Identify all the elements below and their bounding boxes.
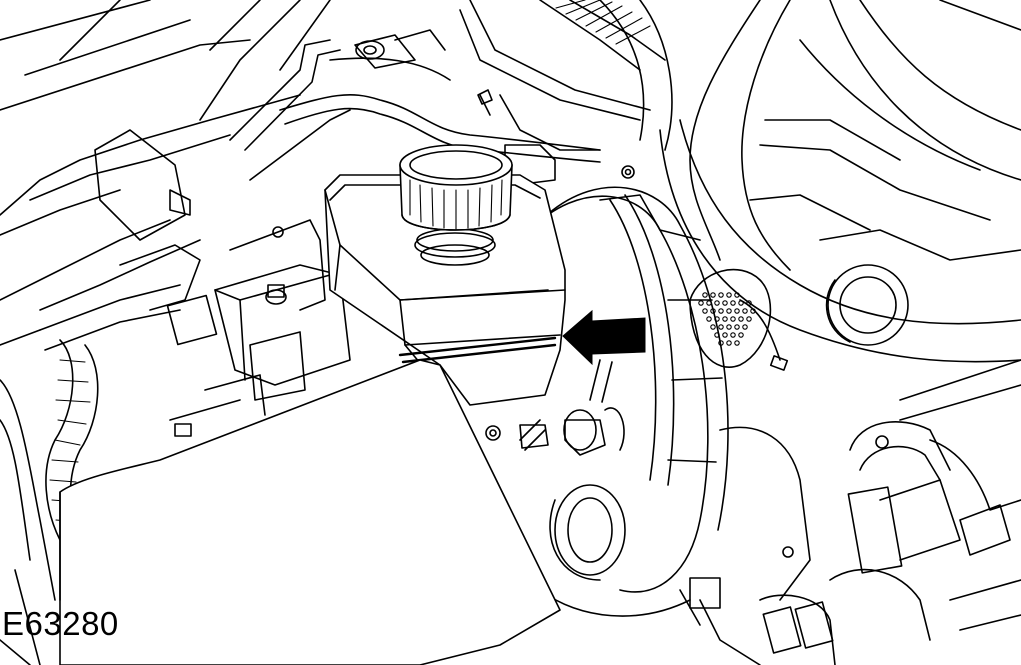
figure-id-label: E63280 xyxy=(2,605,119,642)
ribbed-hose xyxy=(539,0,673,151)
perforated-patch xyxy=(689,268,789,371)
suspension-tower xyxy=(659,0,1021,421)
body-panel-lines xyxy=(0,0,331,346)
brake-line-to-booster xyxy=(485,359,625,456)
bolts xyxy=(477,89,635,179)
wiring-harness-left xyxy=(39,129,218,546)
electrical-module xyxy=(169,219,351,437)
lower-right-components xyxy=(719,229,1021,665)
brake-fluid-reservoir xyxy=(324,144,566,406)
level-indicator-arrow-icon xyxy=(562,309,646,366)
brake-pipes xyxy=(229,0,651,186)
battery-cover xyxy=(0,359,561,665)
